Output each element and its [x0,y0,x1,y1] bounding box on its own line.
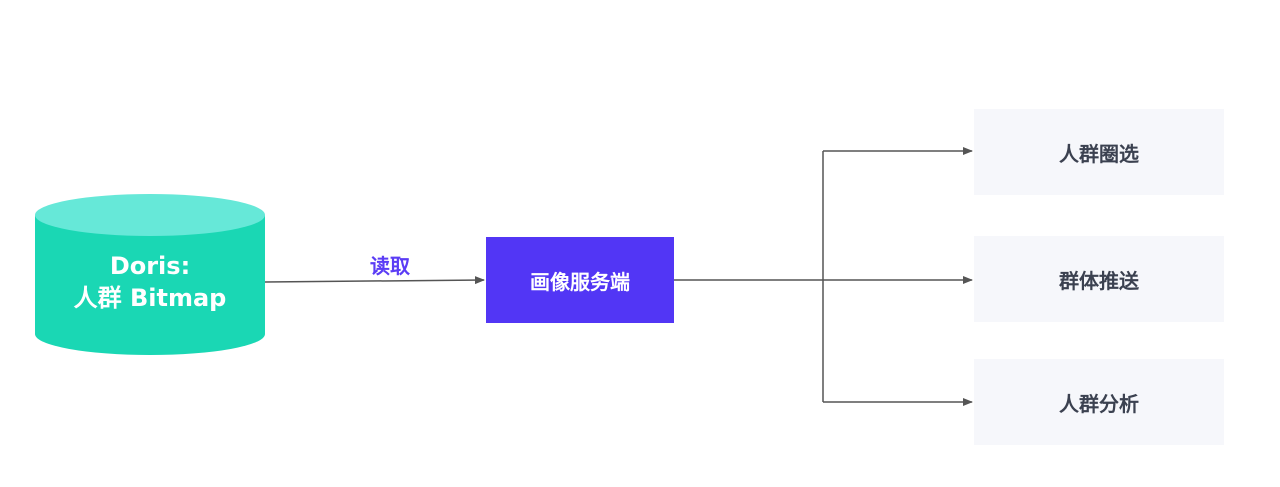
profile-service-node: 画像服务端 [486,237,674,323]
target-node-group-push: 群体推送 [974,236,1224,322]
target-label-3: 人群分析 [1059,391,1139,416]
target-label-1: 人群圈选 [1059,141,1139,166]
database-label: Doris: 人群 Bitmap [35,250,265,314]
database-label-line2: 人群 Bitmap [73,284,227,312]
target-label-2: 群体推送 [1059,268,1139,293]
target-node-crowd-selection: 人群圈选 [974,109,1224,195]
doris-database-node: Doris: 人群 Bitmap [35,194,265,356]
profile-service-label: 画像服务端 [530,269,630,294]
read-edge-label: 读取 [370,254,410,278]
database-cylinder-icon [35,194,265,355]
database-label-line1: Doris: [109,252,191,280]
read-arrow [264,276,485,285]
target-node-crowd-analysis: 人群分析 [974,359,1224,445]
